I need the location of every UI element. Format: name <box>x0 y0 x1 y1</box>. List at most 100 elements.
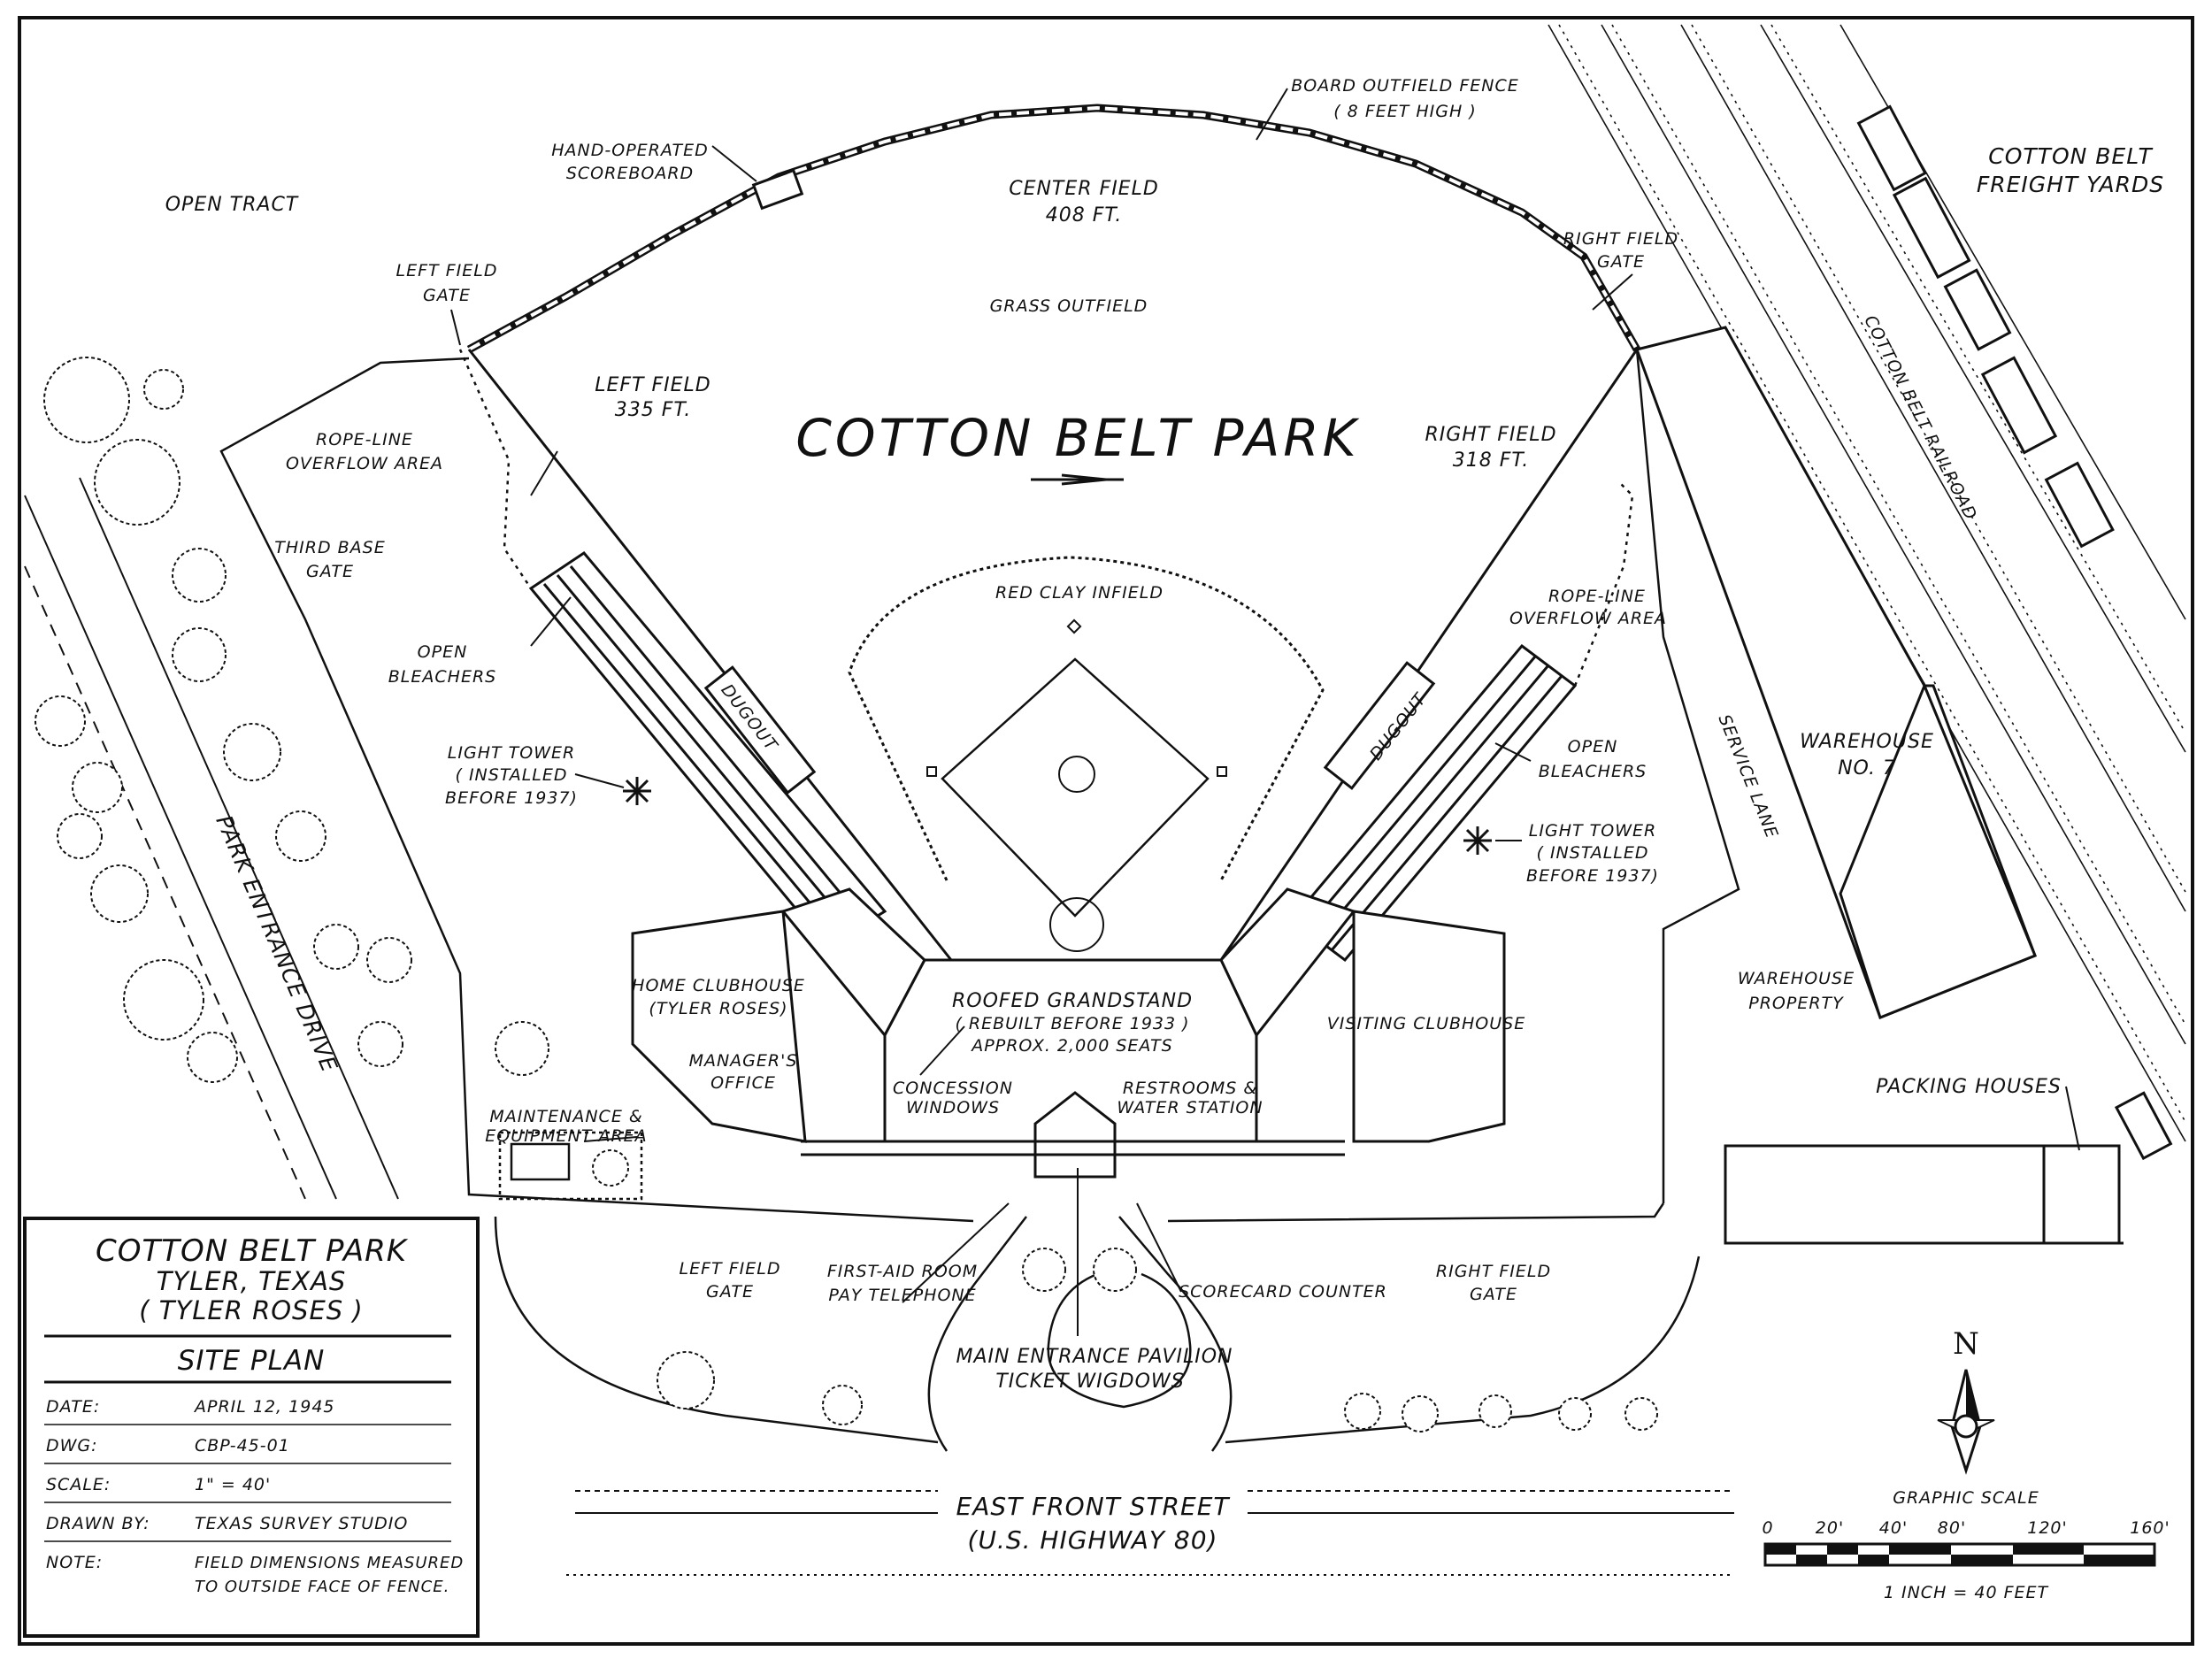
street-label-1: EAST FRONT STREET <box>956 1492 1231 1521</box>
street-label-2: (U.S. HIGHWAY 80) <box>968 1525 1218 1555</box>
light-tower-right-icon <box>1463 826 1492 855</box>
grandstand-label-3: APPROX. 2,000 SEATS <box>970 1036 1172 1056</box>
packing-houses-label: PACKING HOUSES <box>1876 1076 2062 1098</box>
tb-scale-value: 1" = 40' <box>195 1475 271 1494</box>
title-block-team: ( TYLER ROSES ) <box>139 1295 363 1325</box>
managers-office-label-2: OFFICE <box>710 1073 776 1093</box>
freight-cars <box>1856 104 2115 549</box>
pavilion-label-1: MAIN ENTRANCE PAVILION <box>956 1346 1233 1368</box>
light-tower-left-label-3: BEFORE 1937) <box>445 788 578 808</box>
restrooms-label-2: WATER STATION <box>1117 1098 1263 1118</box>
tb-dwg-value: CBP-45-01 <box>195 1436 290 1455</box>
scoreboard <box>751 168 804 211</box>
center-field-distance: 408 FT. <box>1046 204 1122 227</box>
roofed-grandstand <box>631 887 1506 1179</box>
right-field-label: RIGHT FIELD <box>1425 424 1556 446</box>
concession-label-1: CONCESSION <box>893 1079 1013 1098</box>
fence-label-2: ( 8 FEET HIGH ) <box>1333 102 1477 121</box>
light-tower-left-label-1: LIGHT TOWER <box>448 743 575 763</box>
grass-outfield-label: GRASS OUTFIELD <box>990 296 1148 316</box>
warehouse-property-label-2: PROPERTY <box>1748 994 1844 1013</box>
packing-houses <box>1724 1091 2173 1245</box>
leader-lines <box>450 88 2080 1336</box>
red-clay-infield <box>848 556 1325 952</box>
park-title: COTTON BELT PARK <box>795 408 1359 468</box>
freight-yards-label-1: COTTON BELT <box>1988 143 2153 169</box>
scale-tick-120: 120' <box>2027 1518 2068 1538</box>
right-field-distance: 318 FT. <box>1453 449 1529 472</box>
scoreboard-label-2: SCOREBOARD <box>566 164 694 183</box>
title-underline-arrow <box>1031 473 1124 486</box>
infield-label: RED CLAY INFIELD <box>995 583 1164 603</box>
entrance-drive-loop <box>494 1216 1701 1452</box>
bleachers-right-label-2: BLEACHERS <box>1539 762 1647 781</box>
maintenance-shed <box>498 1131 643 1201</box>
park-entrance-drive <box>24 477 399 1200</box>
tb-drawn-by-value: TEXAS SURVEY STUDIO <box>195 1514 408 1533</box>
tb-note-line-1: FIELD DIMENSIONS MEASURED <box>195 1554 464 1572</box>
north-label: N <box>1953 1326 1979 1362</box>
rope-line-right-label-2: OVERFLOW AREA <box>1509 609 1667 628</box>
scale-tick-20: 20' <box>1816 1518 1844 1538</box>
freight-yards-label-2: FREIGHT YARDS <box>1977 172 2164 197</box>
trees <box>35 357 1658 1432</box>
home-clubhouse-label-1: HOME CLUBHOUSE <box>632 976 805 995</box>
maintenance-label-2: EQUIPMENT AREA <box>485 1126 647 1146</box>
light-tower-right-label-1: LIGHT TOWER <box>1529 821 1656 841</box>
title-block-name: COTTON BELT PARK <box>96 1233 409 1269</box>
left-field-distance: 335 FT. <box>615 399 691 421</box>
restrooms-label-1: RESTROOMS & <box>1123 1079 1257 1098</box>
warehouse-no-7 <box>1635 326 2037 1019</box>
foul-lines <box>467 349 1639 961</box>
right-field-gate-bottom-label-2: GATE <box>1470 1285 1517 1304</box>
light-tower-right-label-2: ( INSTALLED <box>1537 843 1649 863</box>
pavilion-label-2: TICKET WIGDOWS <box>995 1371 1184 1393</box>
warehouse-label-2: NO. 7 <box>1838 757 1896 780</box>
warehouse-property-label-1: WAREHOUSE <box>1738 969 1855 988</box>
tb-dwg-key: DWG: <box>46 1436 98 1455</box>
scoreboard-label-1: HAND-OPERATED <box>551 141 708 160</box>
fence-label-1: BOARD OUTFIELD FENCE <box>1291 76 1519 96</box>
rope-line-left-label-2: OVERFLOW AREA <box>286 454 443 473</box>
east-front-street <box>566 1490 1734 1576</box>
perimeter-fence <box>219 349 1740 1223</box>
tb-scale-key: SCALE: <box>46 1475 111 1494</box>
left-field-label: LEFT FIELD <box>595 374 710 396</box>
concession-label-2: WINDOWS <box>906 1098 1000 1118</box>
sheet-border <box>18 16 2194 1646</box>
warehouse-label-1: WAREHOUSE <box>1800 731 1934 753</box>
bleachers-left-label-2: BLEACHERS <box>388 667 496 687</box>
title-block: COTTON BELT PARK TYLER, TEXAS ( TYLER RO… <box>23 1217 480 1638</box>
home-plate-area <box>1049 897 1104 952</box>
rope-line-left-label-1: ROPE-LINE <box>316 430 413 449</box>
center-field-label: CENTER FIELD <box>1009 178 1159 200</box>
left-field-gate-top-label-1: LEFT FIELD <box>396 261 498 280</box>
tb-date-key: DATE: <box>46 1397 100 1417</box>
graphic-scale-title: GRAPHIC SCALE <box>1893 1488 2039 1508</box>
tb-date-value: APRIL 12, 1945 <box>193 1397 335 1417</box>
rope-line-right-label-1: ROPE-LINE <box>1548 587 1646 606</box>
tb-drawn-by-key: DRAWN BY: <box>46 1514 150 1533</box>
scale-note: 1 INCH = 40 FEET <box>1884 1583 2049 1602</box>
bleachers-right-label-1: OPEN <box>1568 737 1618 757</box>
open-tract-label: OPEN TRACT <box>165 194 299 216</box>
railroad-label: COTTON BELT RAILROAD <box>1860 312 1980 524</box>
third-base-gate-label-1: THIRD BASE <box>274 538 385 557</box>
light-tower-left-label-2: ( INSTALLED <box>456 765 568 785</box>
tb-note-key: NOTE: <box>46 1553 103 1572</box>
bleachers-left-label-1: OPEN <box>418 642 468 662</box>
scale-tick-0: 0 <box>1762 1518 1773 1538</box>
scale-tick-160: 160' <box>2130 1518 2170 1538</box>
right-field-gate-top-label-2: GATE <box>1597 252 1645 272</box>
grandstand-label-1: ROOFED GRANDSTAND <box>952 990 1193 1012</box>
managers-office-label-1: MANAGER'S <box>689 1051 798 1071</box>
scale-tick-40: 40' <box>1879 1518 1908 1538</box>
right-field-gate-bottom-label-1: RIGHT FIELD <box>1436 1262 1551 1281</box>
title-block-sheet: SITE PLAN <box>178 1345 326 1377</box>
first-aid-label-2: PAY TELEPHONE <box>828 1286 976 1305</box>
service-lane-label: SERVICE LANE <box>1714 712 1781 841</box>
graphic-scale: GRAPHIC SCALE 0 20' 40' 80' 120' 160' 1 … <box>1762 1488 2170 1602</box>
second-base <box>1066 618 1082 634</box>
